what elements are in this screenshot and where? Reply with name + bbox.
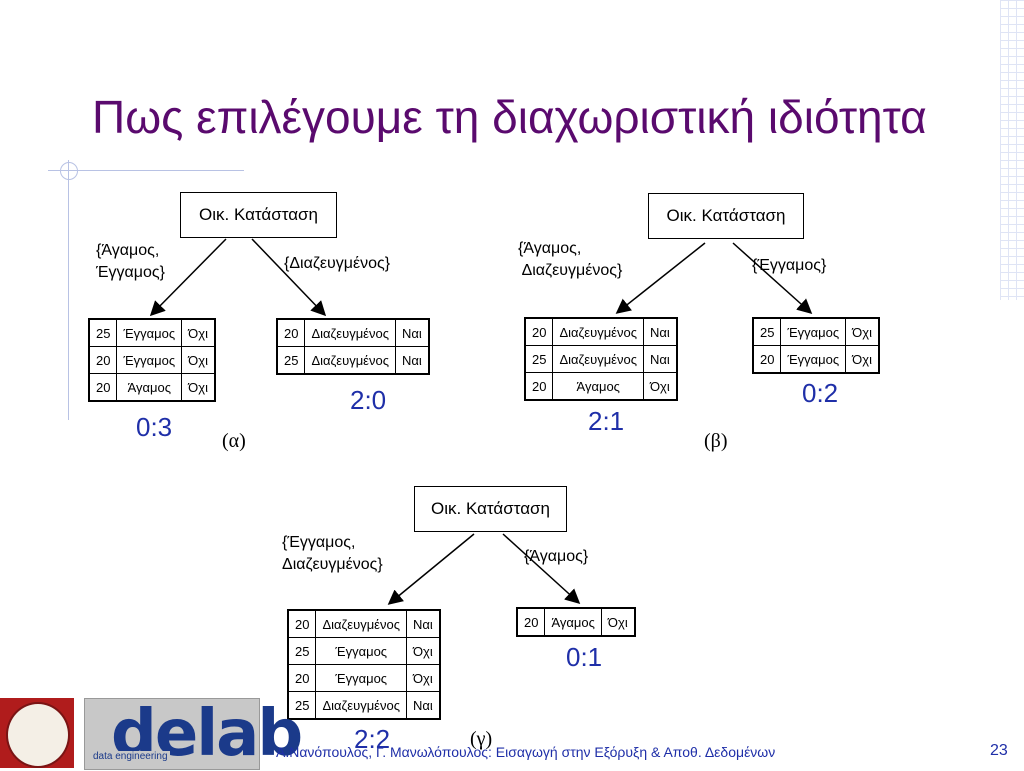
tree-b-root-node: Οικ. Κατάσταση: [648, 193, 804, 239]
tree-b-right-branch: {Έγγαμος}: [752, 257, 827, 274]
tree-c-root-node: Οικ. Κατάσταση: [414, 486, 567, 532]
arrow-a-left: [149, 238, 227, 317]
arrow-c-right: [502, 533, 581, 605]
tree-c-right-ratio: 0:1: [566, 642, 603, 672]
delab-logo: delab data engineering: [84, 698, 303, 770]
arrow-b-left: [615, 242, 706, 314]
tree-b-right-ratio: 0:2: [802, 378, 839, 408]
arrow-b-right: [732, 242, 813, 315]
title-underline: [48, 170, 244, 171]
tree-a-left-branch: {Άγαμος, Έγγαμος}: [96, 242, 165, 281]
tree-a-right-branch: {Διαζευγμένος}: [284, 255, 391, 272]
decorative-vertical-line: [68, 160, 69, 420]
tree-c-right-branch: {Άγαμος}: [524, 548, 589, 565]
tree-b-left-ratio: 2:1: [588, 406, 625, 436]
page-number: 23: [990, 742, 1008, 759]
decorative-circle: [60, 162, 78, 180]
tree-c-label: (γ): [470, 728, 493, 750]
tree-b-left-branch: {Άγαμος, Διαζευγμένος}: [518, 240, 623, 279]
arrow-a-right: [251, 238, 327, 317]
tree-a-left-ratio: 0:3: [136, 412, 173, 442]
tree-b-label: (β): [704, 430, 728, 452]
background-grid: [1000, 0, 1024, 300]
tree-c-left-branch: {Έγγαμος, Διαζευγμένος}: [282, 534, 383, 573]
tree-a-root-node: Οικ. Κατάσταση: [180, 192, 337, 238]
tree-c-left-ratio: 2:2: [354, 724, 391, 754]
slide-title: Πως επιλέγουμε τη διαχωριστική ιδιότητα: [92, 91, 927, 143]
tree-a-label: (α): [222, 430, 246, 452]
tree-a-right-ratio: 2:0: [350, 385, 387, 415]
logo-subtitle: data engineering: [91, 751, 170, 762]
arrow-c-left: [387, 533, 475, 605]
university-seal-logo: [0, 698, 74, 768]
slide-footer: Α.Νανόπουλος, Γ. Μανωλόπουλος: Εισαγωγή …: [276, 744, 776, 760]
